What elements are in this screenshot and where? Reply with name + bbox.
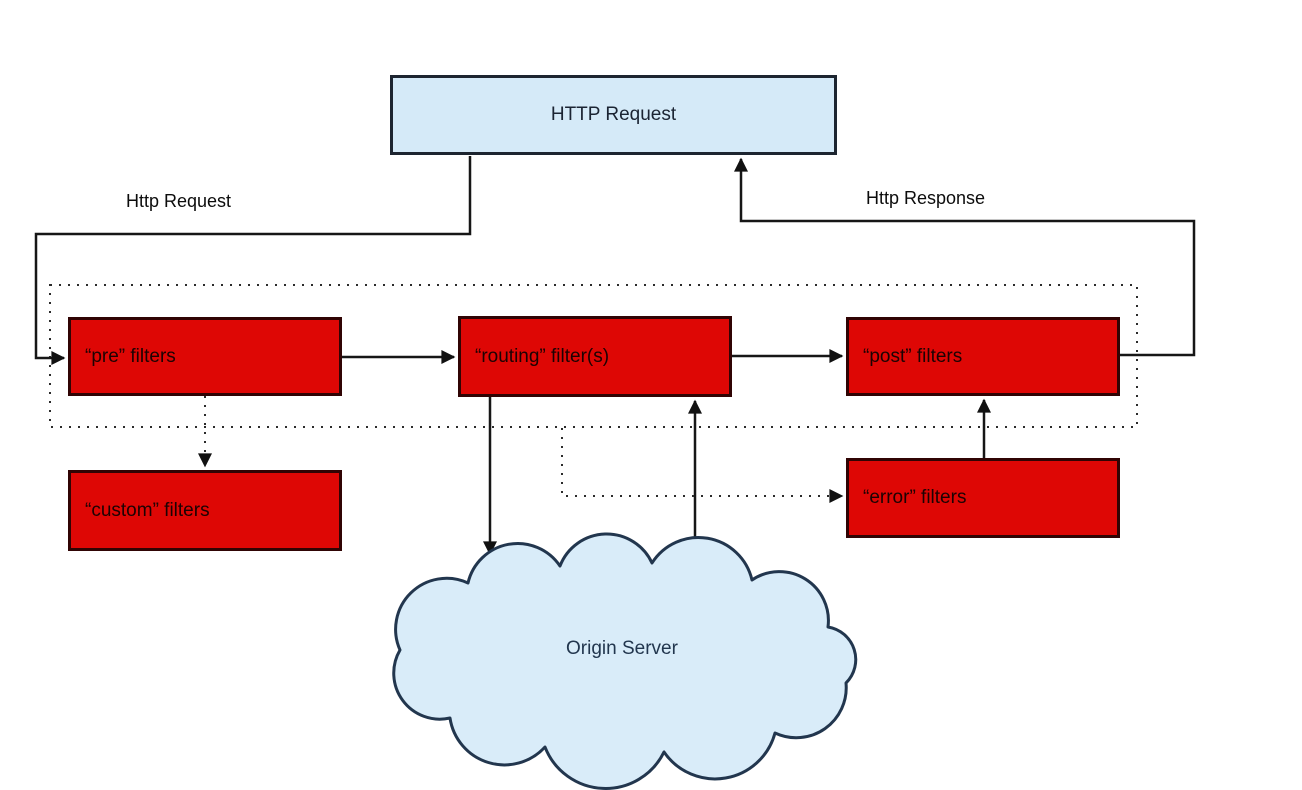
node-http-request: HTTP Request	[390, 75, 837, 155]
node-custom-filters: “custom” filters	[68, 470, 342, 551]
edge-container-to-error-dotted	[561, 428, 844, 503]
node-pre-filters-label: “pre” filters	[85, 345, 176, 367]
edge-http-request-to-pre-filters	[34, 156, 472, 365]
node-http-request-label: HTTP Request	[550, 104, 677, 125]
node-error-filters-label: “error” filters	[863, 487, 967, 508]
node-error-filters: “error” filters	[846, 458, 1120, 538]
node-post-filters: “post” filters	[846, 317, 1120, 396]
node-routing-filters-label: “routing” filter(s)	[475, 345, 610, 367]
node-origin-server-label: Origin Server	[566, 638, 678, 659]
node-custom-filters-label: “custom” filters	[85, 499, 210, 521]
edge-post-to-http-request	[734, 157, 1196, 357]
edge-label-http-response: Http Response	[866, 188, 986, 208]
filter-container-dotted-box	[49, 284, 1138, 428]
origin-server-cloud	[392, 532, 858, 790]
node-post-filters-label: “post” filters	[863, 345, 963, 367]
node-pre-filters: “pre” filters	[68, 317, 342, 396]
edge-label-http-request: Http Request	[126, 191, 232, 211]
node-routing-filters: “routing” filter(s)	[458, 316, 732, 397]
